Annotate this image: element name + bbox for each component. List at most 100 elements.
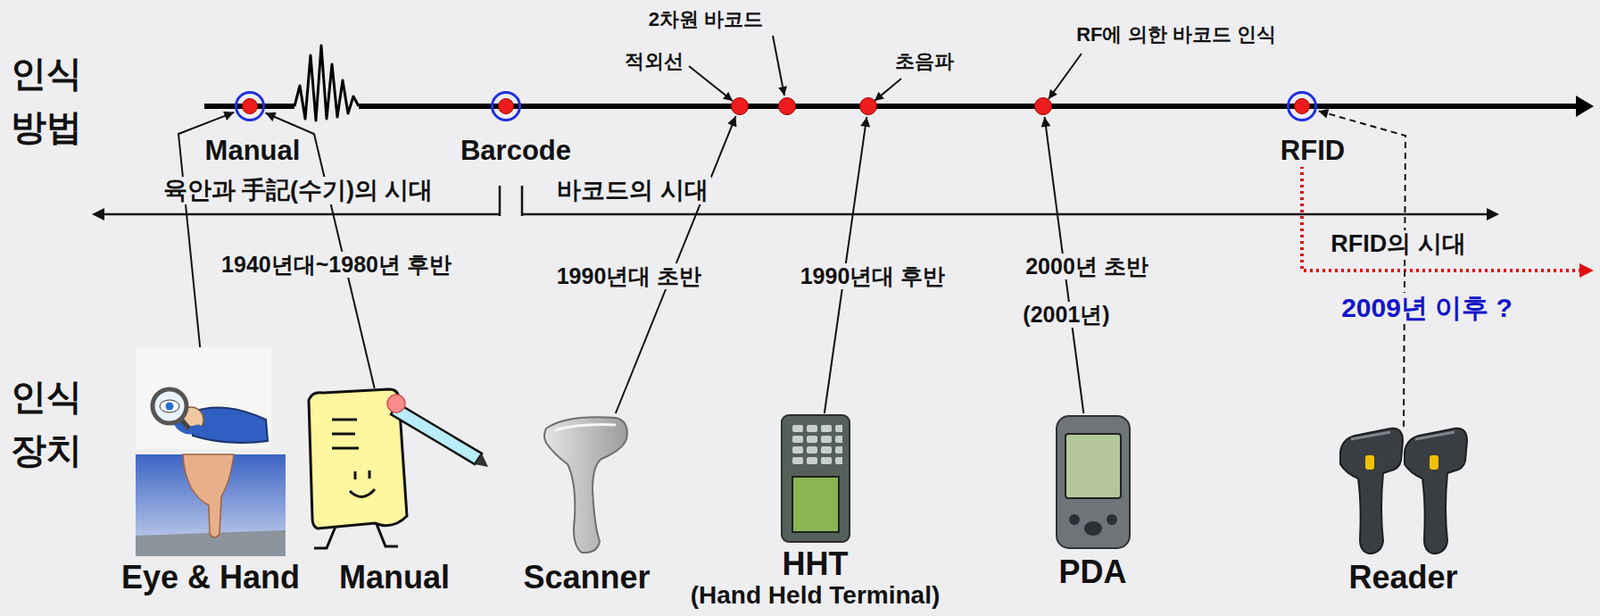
hht-picture bbox=[792, 476, 839, 532]
red-dot bbox=[1293, 98, 1310, 115]
period-label: 2000년 초반 bbox=[1022, 253, 1152, 280]
manual-note-picture bbox=[331, 419, 359, 448]
rfid-era-arrow bbox=[1301, 165, 1582, 271]
rfid-reader-picture bbox=[1351, 431, 1391, 440]
eye-hand-picture bbox=[135, 347, 272, 449]
period-label: 1990년대 후반 bbox=[797, 263, 949, 290]
method-dot: RF에 의한 바코드 인식 bbox=[1034, 97, 1053, 116]
leader-line bbox=[688, 66, 733, 101]
pda-picture bbox=[1084, 521, 1103, 536]
rfid-era-arrow bbox=[1579, 263, 1594, 278]
leader-line bbox=[874, 78, 902, 101]
leader-line bbox=[688, 35, 1082, 101]
rfid-reader-picture bbox=[1340, 428, 1403, 554]
callout-label: 적외선 bbox=[621, 49, 687, 73]
red-dot bbox=[241, 98, 258, 115]
manual-note-picture bbox=[474, 453, 489, 467]
era-arrow bbox=[522, 213, 1489, 216]
manual-note-picture bbox=[387, 394, 406, 413]
rfid-reader-picture bbox=[1429, 455, 1439, 470]
scanner-picture bbox=[544, 416, 628, 553]
row-heading: 인식 장치 bbox=[10, 369, 100, 477]
callout-label: 2차원 바코드 bbox=[646, 8, 766, 31]
rfid-reader-picture bbox=[1404, 428, 1468, 554]
rfid-reader-picture bbox=[1415, 431, 1455, 440]
hht-picture bbox=[790, 422, 843, 468]
rfid-reader-picture bbox=[1404, 428, 1468, 554]
device-box: HHT(Hand Held Terminal) bbox=[778, 413, 853, 543]
era-arrow bbox=[1486, 207, 1500, 221]
method-dot: 적외선 bbox=[730, 97, 749, 116]
method-label: Manual bbox=[202, 134, 304, 167]
device-label: HHT bbox=[779, 546, 851, 582]
row-heading: 인식 방법 bbox=[10, 46, 100, 154]
era-label: RFID의 시대 bbox=[1327, 230, 1469, 258]
period-label: 1990년대 초반 bbox=[554, 263, 705, 290]
device-box: Scanner bbox=[540, 413, 633, 556]
hht-picture bbox=[781, 414, 850, 542]
period-label: 1940년대~1980년 후반 bbox=[218, 251, 455, 278]
period-label: (2001년) bbox=[1019, 301, 1112, 328]
caption-stack: Reader bbox=[1345, 559, 1460, 596]
scanner-picture bbox=[555, 424, 616, 431]
method-marker: Barcode bbox=[490, 91, 522, 122]
era-arrow bbox=[91, 207, 105, 221]
manual-note-picture bbox=[390, 403, 482, 465]
manual-note-picture bbox=[355, 470, 370, 480]
eye-hand-picture bbox=[159, 399, 180, 413]
era-arrow bbox=[101, 213, 500, 216]
timeline-axis bbox=[358, 103, 1578, 109]
eye-hand-picture bbox=[165, 402, 175, 411]
caption-stack: PDA bbox=[1055, 554, 1129, 590]
pda-picture bbox=[1069, 513, 1080, 525]
caption-stack: Manual bbox=[336, 559, 453, 596]
method-marker: Manual bbox=[234, 91, 266, 122]
device-box: PDA bbox=[1052, 413, 1133, 551]
device-label: (Hand Held Terminal) bbox=[688, 581, 944, 610]
device-label: PDA bbox=[1055, 554, 1129, 590]
device-label: Manual bbox=[336, 559, 453, 596]
manual-note-picture bbox=[308, 389, 489, 548]
rfid-reader-picture bbox=[1340, 428, 1468, 554]
future-note: 2009년 이후 ? bbox=[1338, 292, 1516, 324]
caption-stack: Eye & Hand bbox=[118, 559, 303, 596]
red-dot bbox=[497, 98, 514, 115]
era-label: 바코드의 시대 bbox=[554, 176, 712, 205]
callout-label: 초음파 bbox=[892, 49, 957, 73]
timeline-axis bbox=[294, 45, 359, 121]
method-dot: 초음파 bbox=[859, 97, 878, 116]
device-box: Eye & Hand bbox=[135, 347, 286, 556]
timeline-axis bbox=[1575, 95, 1594, 117]
eye-hand-picture bbox=[135, 347, 286, 556]
device-label: Eye & Hand bbox=[118, 559, 303, 596]
eye-hand-picture bbox=[152, 389, 187, 423]
hht-picture bbox=[781, 414, 850, 542]
pda-picture bbox=[1056, 415, 1130, 548]
pda-picture bbox=[1065, 433, 1121, 498]
leader-line bbox=[772, 35, 785, 96]
rfid-reader-picture bbox=[1340, 428, 1403, 554]
rfid-era-arrow bbox=[1301, 165, 1594, 278]
pda-picture bbox=[1106, 513, 1118, 525]
method-label: RFID bbox=[1277, 134, 1348, 167]
era-arrow bbox=[521, 185, 524, 216]
device-box: Reader bbox=[1336, 426, 1470, 556]
method-dot: 2차원 바코드 bbox=[778, 97, 796, 116]
leader-line bbox=[1048, 53, 1082, 100]
pda-picture bbox=[1056, 415, 1130, 548]
scanner-picture bbox=[544, 416, 628, 553]
caption-stack: Scanner bbox=[520, 559, 653, 596]
rfid-reader-picture bbox=[1365, 455, 1375, 470]
era-arrow bbox=[498, 185, 502, 216]
manual-note-picture bbox=[308, 389, 407, 529]
device-label: Reader bbox=[1345, 559, 1460, 596]
callout-label: RF에 의한 바코드 인식 bbox=[1073, 23, 1279, 46]
era-label: 육안과 手記(수기)의 시대 bbox=[160, 176, 437, 205]
eye-hand-picture bbox=[182, 454, 234, 538]
method-label: Barcode bbox=[457, 134, 574, 167]
timeline-axis bbox=[204, 45, 1594, 121]
device-label: Scanner bbox=[520, 559, 653, 596]
eye-hand-picture bbox=[135, 454, 286, 556]
manual-note-picture bbox=[349, 489, 375, 498]
device-box: Manual bbox=[300, 388, 489, 556]
